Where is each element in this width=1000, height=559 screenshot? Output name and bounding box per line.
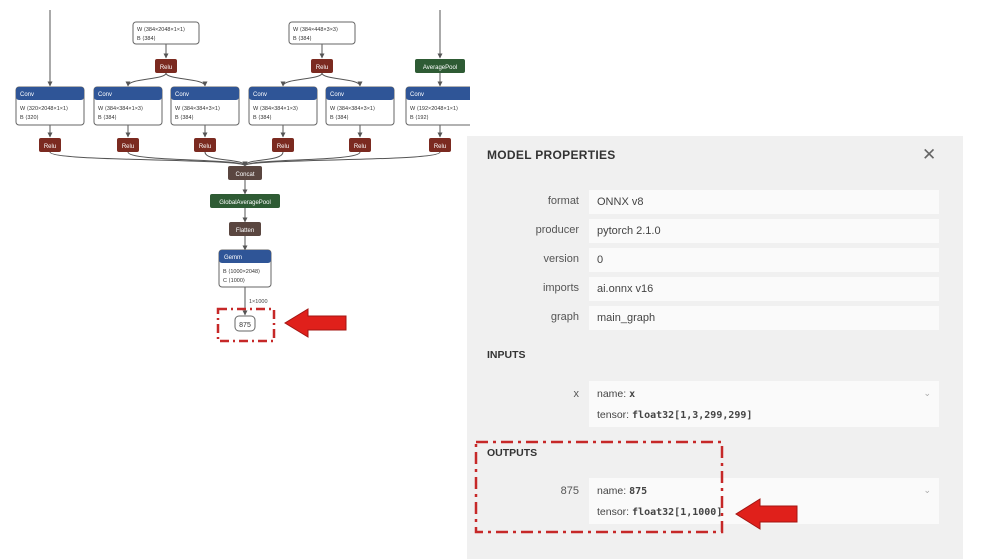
relu-node[interactable]: Relu: [272, 138, 294, 152]
property-key: graph: [550, 311, 579, 323]
output-node[interactable]: 875: [234, 315, 256, 332]
node-label: Relu: [44, 144, 56, 150]
property-key: imports: [542, 282, 579, 294]
initializer-box: W ⟨384×448×3×3⟩ B ⟨384⟩: [288, 21, 356, 45]
relu-node[interactable]: Relu: [39, 138, 61, 152]
model-properties-panel: MODEL PROPERTIES ✕ format ONNX v8 produc…: [467, 136, 963, 559]
property-value[interactable]: main_graph: [589, 306, 939, 330]
conv-weight: W ⟨320×2048×1×1⟩: [20, 105, 68, 112]
conv-bias: B ⟨192⟩: [410, 114, 429, 121]
conv-bias: B ⟨384⟩: [330, 114, 349, 121]
conv-weight: W ⟨384×384×1×3⟩: [253, 105, 298, 112]
gemm-c: C ⟨1000⟩: [223, 277, 245, 284]
node-label: Conv: [410, 92, 424, 98]
tensor-label: tensor:: [597, 409, 630, 421]
node-label: Relu: [277, 144, 289, 150]
relu-node[interactable]: Relu: [194, 138, 216, 152]
node-label: Concat: [235, 172, 254, 178]
relu-node[interactable]: Relu: [155, 59, 177, 73]
conv-bias: B ⟨320⟩: [20, 114, 39, 121]
name-label: name:: [597, 485, 627, 497]
relu-node[interactable]: Relu: [349, 138, 371, 152]
conv-node[interactable]: Conv W ⟨384×384×1×3⟩ B ⟨384⟩: [93, 86, 163, 126]
averagepool-node[interactable]: AveragePool: [415, 59, 465, 73]
initializer-box: W ⟨384×2048×1×1⟩ B ⟨384⟩: [132, 21, 200, 45]
conv-weight: W ⟨384×384×3×1⟩: [330, 105, 375, 112]
node-label: Relu: [160, 65, 172, 71]
property-key: producer: [535, 224, 579, 236]
conv-weight: W ⟨384×384×3×1⟩: [175, 105, 220, 112]
expand-icon[interactable]: ⌄: [923, 485, 931, 495]
conv-bias: B ⟨384⟩: [253, 114, 272, 121]
node-label: Conv: [98, 92, 112, 98]
property-value[interactable]: 0: [589, 248, 939, 272]
property-row-version: version 0: [467, 248, 963, 272]
node-label: Flatten: [236, 228, 254, 234]
init-bias: B ⟨384⟩: [293, 35, 312, 42]
property-row-imports: imports ai.onnx v16: [467, 277, 963, 301]
node-label: Conv: [20, 92, 34, 98]
global-average-pool-node[interactable]: GlobalAveragePool: [210, 194, 280, 208]
model-graph: W ⟨384×2048×1×1⟩ B ⟨384⟩ W ⟨384×448×3×3⟩…: [15, 10, 470, 343]
node-label: Relu: [434, 144, 446, 150]
conv-bias: B ⟨384⟩: [175, 114, 194, 121]
name-label: name:: [597, 388, 627, 400]
property-row-format: format ONNX v8: [467, 190, 963, 214]
panel-title: MODEL PROPERTIES: [487, 148, 616, 162]
output-details[interactable]: name: 875 tensor: float32[1,1000] ⌄: [589, 478, 939, 524]
property-row-producer: producer pytorch 2.1.0: [467, 219, 963, 243]
input-details[interactable]: name: x tensor: float32[1,3,299,299] ⌄: [589, 381, 939, 427]
output-tensor: float32[1,1000]: [632, 507, 723, 518]
gemm-b: B ⟨1000×2048⟩: [223, 268, 260, 275]
property-value[interactable]: ai.onnx v16: [589, 277, 939, 301]
property-value[interactable]: pytorch 2.1.0: [589, 219, 939, 243]
node-label: Relu: [122, 144, 134, 150]
gemm-node[interactable]: Gemm B ⟨1000×2048⟩ C ⟨1000⟩: [218, 249, 272, 288]
init-weight: W ⟨384×2048×1×1⟩: [137, 26, 185, 33]
node-label: 875: [239, 322, 251, 329]
conv-node[interactable]: Conv W ⟨384×384×3×1⟩ B ⟨384⟩: [325, 86, 395, 126]
output-highlight-box: [216, 307, 276, 343]
conv-weight: W ⟨192×2048×1×1⟩: [410, 105, 458, 112]
edge-label: 1×1000: [249, 299, 268, 305]
conv-node[interactable]: Conv W ⟨320×2048×1×1⟩ B ⟨320⟩: [15, 86, 85, 126]
node-label: GlobalAveragePool: [219, 200, 271, 206]
node-label: Relu: [354, 144, 366, 150]
property-value[interactable]: ONNX v8: [589, 190, 939, 214]
concat-node[interactable]: Concat: [228, 166, 262, 180]
property-row-graph: graph main_graph: [467, 306, 963, 330]
outputs-section-title: OUTPUTS: [487, 447, 538, 459]
flatten-node[interactable]: Flatten: [229, 222, 261, 236]
init-bias: B ⟨384⟩: [137, 35, 156, 42]
input-tensor: float32[1,3,299,299]: [632, 410, 753, 421]
conv-node[interactable]: Conv W ⟨384×384×1×3⟩ B ⟨384⟩: [248, 86, 318, 126]
init-weight: W ⟨384×448×3×3⟩: [293, 26, 338, 33]
relu-node[interactable]: Relu: [311, 59, 333, 73]
relu-node[interactable]: Relu: [117, 138, 139, 152]
node-label: Conv: [175, 92, 189, 98]
tensor-label: tensor:: [597, 506, 630, 518]
node-label: Relu: [199, 144, 211, 150]
input-key: x: [573, 388, 580, 400]
output-key: 875: [560, 485, 579, 497]
node-label: Gemm: [224, 255, 242, 261]
node-label: Conv: [253, 92, 267, 98]
input-name: x: [629, 389, 636, 400]
node-label: Conv: [330, 92, 344, 98]
close-icon[interactable]: ✕: [922, 145, 937, 164]
node-label: AveragePool: [423, 65, 457, 71]
conv-node[interactable]: Conv W ⟨192×2048×1×1⟩ B ⟨192⟩: [405, 86, 470, 126]
node-label: Relu: [316, 65, 328, 71]
relu-node[interactable]: Relu: [429, 138, 451, 152]
conv-weight: W ⟨384×384×1×3⟩: [98, 105, 143, 112]
output-name: 875: [629, 486, 648, 497]
inputs-section-title: INPUTS: [487, 349, 526, 361]
conv-bias: B ⟨384⟩: [98, 114, 117, 121]
conv-node[interactable]: Conv W ⟨384×384×3×1⟩ B ⟨384⟩: [170, 86, 240, 126]
property-key: format: [547, 195, 579, 207]
expand-icon[interactable]: ⌄: [923, 388, 931, 398]
property-key: version: [543, 253, 579, 265]
